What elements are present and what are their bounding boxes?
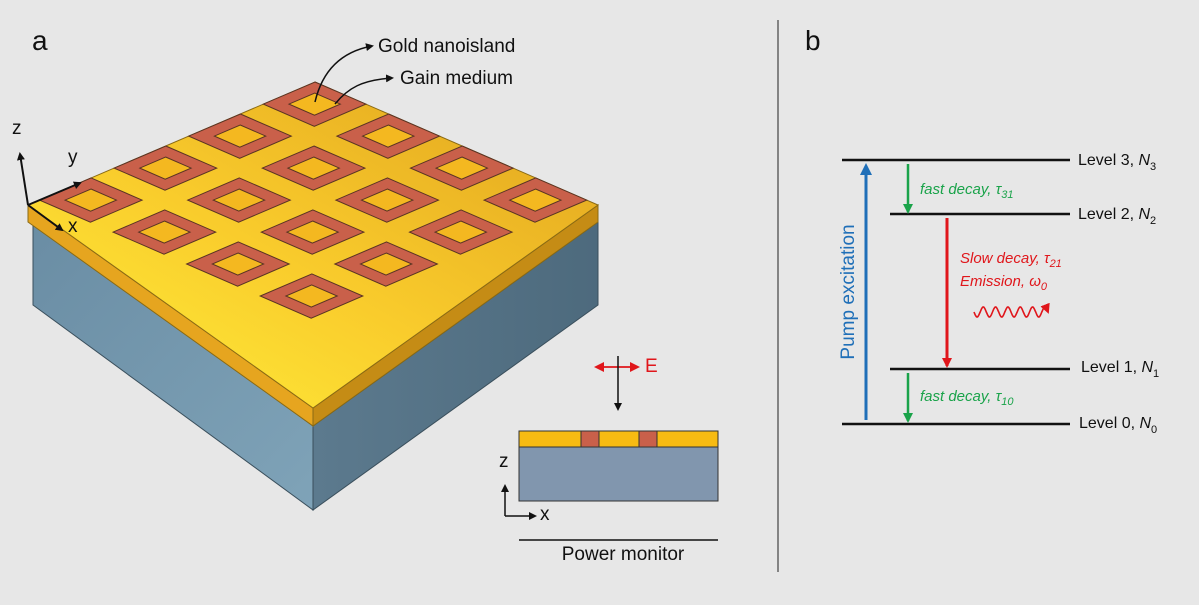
- y-axis-label: y: [68, 147, 78, 168]
- x-axis-arrow: [27, 204, 64, 232]
- y-axis-arrow: [27, 181, 82, 206]
- fast-decay-10-label: fast decay, τ10: [920, 388, 1014, 408]
- e-field-label: E: [645, 356, 658, 377]
- panel-a: a Gold nanoisland Gain medium z y x: [12, 25, 719, 565]
- level-0-label: Level 0, N0: [1079, 415, 1157, 436]
- z-axis-arrow: [16, 152, 29, 206]
- gold-nanoisland: [361, 124, 416, 148]
- gold-nanoisland: [359, 252, 414, 276]
- fast-decay-31-label: fast decay, τ31: [920, 181, 1013, 201]
- x-axis-label: x: [68, 216, 78, 237]
- gold-nanoisland: [433, 220, 488, 244]
- panel-a-letter: a: [32, 25, 48, 56]
- pump-excitation-label: Pump excitation: [838, 224, 859, 359]
- gold-nanoisland: [211, 252, 265, 276]
- gain-medium-label: Gain medium: [400, 68, 513, 89]
- nanoisland-array: [38, 81, 588, 319]
- gold-nanoisland: [287, 92, 342, 116]
- gold-nanoisland: [286, 156, 341, 180]
- inset-gold-layer: [518, 430, 719, 448]
- level-2-label: Level 2, N2: [1078, 206, 1156, 227]
- gold-nanoisland-label: Gold nanoisland: [378, 36, 515, 57]
- gold-nanoisland: [137, 220, 192, 244]
- panel-b: b Level 3, N3 Level 2, N2 Level 1, N1 Le…: [805, 25, 1159, 436]
- inset-gain-block: [580, 430, 600, 448]
- gold-pointer-arrow: [314, 43, 374, 103]
- gold-nanoisland: [138, 156, 193, 180]
- inset-gain-block: [638, 430, 658, 448]
- gold-nanoisland: [360, 188, 415, 212]
- emission-wave-icon: [973, 302, 1050, 318]
- inset-z-label: z: [499, 451, 509, 472]
- gold-nanoisland: [508, 188, 563, 212]
- gain-pointer-arrow: [334, 74, 394, 105]
- axes-3d: z y x: [12, 118, 82, 237]
- panel-b-letter: b: [805, 25, 821, 56]
- slow-decay-21-label: Slow decay, τ21: [960, 250, 1062, 270]
- inset-substrate: [518, 446, 719, 502]
- inset-x-label: x: [540, 504, 550, 525]
- gold-nanoisland: [213, 124, 267, 148]
- gold-nanoisland: [63, 188, 118, 212]
- z-axis-label: z: [12, 118, 22, 139]
- cross-section-inset: E z x Power monitor: [499, 356, 719, 565]
- gold-nanoisland: [212, 188, 266, 212]
- level-3-label: Level 3, N3: [1078, 152, 1156, 173]
- power-monitor-label: Power monitor: [562, 544, 685, 565]
- gold-nanoisland: [285, 220, 340, 244]
- gold-nanoisland: [434, 156, 489, 180]
- level-1-label: Level 1, N1: [1081, 359, 1159, 380]
- emission-label: Emission, ω0: [960, 273, 1048, 293]
- gold-nanoisland: [284, 284, 339, 308]
